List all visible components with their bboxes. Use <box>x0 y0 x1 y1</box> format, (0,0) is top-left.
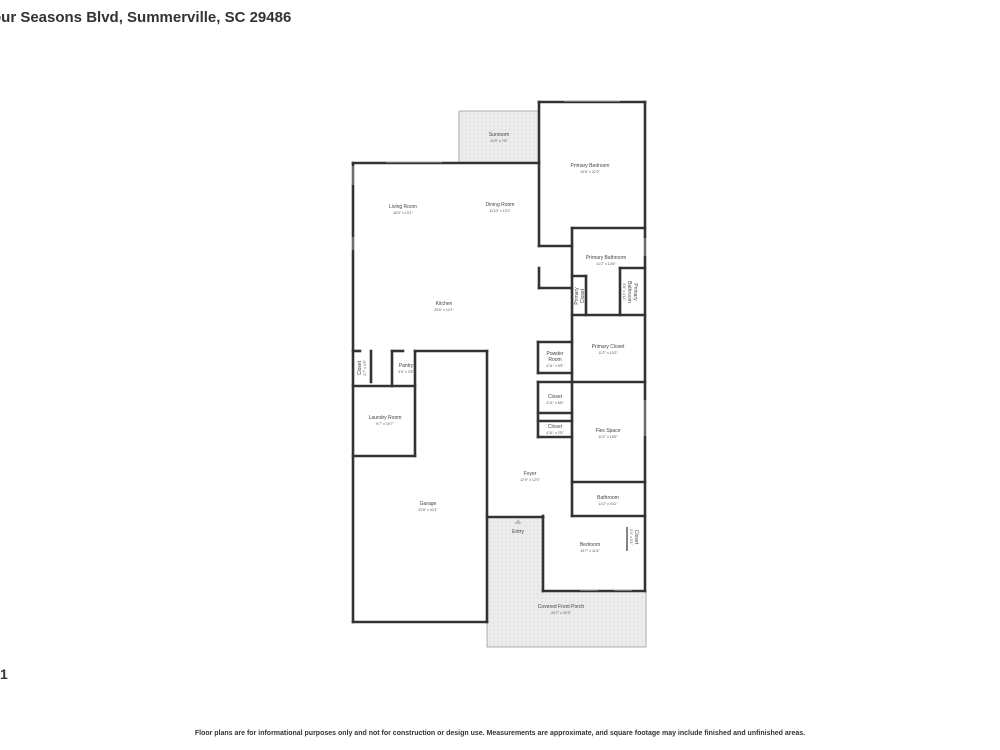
sunroom-label: Sunroom <box>489 132 509 138</box>
primary-bathroom-side-label-1: Primary <box>632 283 638 301</box>
flex-space-dims: 11'2" x 15'5" <box>598 435 618 439</box>
pantry-label: Pantry <box>399 363 414 369</box>
closet-left-dims: 2'7" x 3'5" <box>363 359 367 375</box>
closet-bedroom-label-group: Closet 2'4" x 5'1" <box>629 529 639 545</box>
closet-bedroom-dims: 2'4" x 5'1" <box>629 529 633 545</box>
primary-bathroom-side-label-group: Primary Bathroom 3'8" x 4'11" <box>622 281 638 303</box>
powder-room-dims: 4'11" x 5'5" <box>546 364 564 368</box>
disclaimer: Floor plans are for informational purpos… <box>194 730 806 737</box>
pantry-dims: 3'4" x 3'5" <box>398 370 414 374</box>
garage-label: Garage <box>420 501 437 507</box>
covered-front-porch-dims: 24'7" x 20'3" <box>551 611 571 615</box>
dining-room-label: Dining Room <box>486 202 515 208</box>
primary-closet-dims: 11'2" x 10'2" <box>598 351 618 355</box>
entry-label: Entry <box>512 529 524 535</box>
primary-bedroom-label: Primary Bedroom <box>571 163 610 169</box>
primary-bathroom-dims: 11'2" x 12'6" <box>596 262 616 266</box>
closet-left-label: Closet <box>357 360 363 375</box>
powder-room-label-2: Room <box>548 357 561 363</box>
living-room-dims: 16'5" x 13'1" <box>393 211 413 215</box>
powder-room-label-1: Powder <box>547 351 564 357</box>
bedroom-dims: 10'7" x 11'4" <box>580 549 600 553</box>
garage-dims: 20'8" x 42'1" <box>418 508 438 512</box>
primary-bathroom-label: Primary Bathroom <box>586 255 626 261</box>
laundry-room-label: Laundry Room <box>369 415 402 421</box>
closet-mid-dims: 4'11" x 6'6" <box>546 401 564 405</box>
sunroom-dims: 11'9" x 7'6" <box>490 139 508 143</box>
primary-closet-small-label-2: Closet <box>580 288 586 303</box>
bedroom-label: Bedroom <box>580 542 600 548</box>
bathroom-dims: 11'2" x 4'11" <box>598 502 618 506</box>
closet-left-label-group: Closet 2'7" x 3'5" <box>357 359 367 375</box>
closet-small-dims: 4'11" x 2'5" <box>546 431 564 435</box>
primary-closet-small-label-group: Primary Closet <box>574 287 586 305</box>
living-room-label: Living Room <box>389 204 417 210</box>
primary-bedroom-dims: 14'6" x 22'2" <box>580 170 600 174</box>
bathroom-label: Bathroom <box>597 495 619 501</box>
kitchen-dims: 20'6" x 14'1" <box>434 308 454 312</box>
kitchen-label: Kitchen <box>436 301 453 307</box>
primary-bathroom-side-dims: 3'8" x 4'11" <box>622 283 626 301</box>
closet-bedroom-label: Closet <box>633 530 639 545</box>
dining-room-dims: 11'10" x 13'1" <box>489 209 511 213</box>
windows <box>351 100 647 591</box>
bedroom-cutout <box>543 517 646 591</box>
primary-closet-small-label-1: Primary <box>574 287 580 305</box>
laundry-room-dims: 9'7" x 10'7" <box>376 422 394 426</box>
property-address: our Seasons Blvd, Summerville, SC 29486 <box>0 9 292 26</box>
foyer-label: Foyer <box>524 471 537 477</box>
walls <box>351 100 647 624</box>
floor-number: 1 <box>0 666 8 682</box>
sunroom-floor <box>459 111 539 163</box>
entry-arrow-icon <box>514 519 522 524</box>
covered-front-porch-label: Covered Front Porch <box>538 604 585 610</box>
primary-closet-label: Primary Closet <box>592 344 625 350</box>
foyer-dims: 12'9" x 12'0" <box>520 478 540 482</box>
closet-small-label: Closet <box>548 424 563 430</box>
flex-space-label: Flex Space <box>595 428 620 434</box>
closet-mid-label: Closet <box>548 394 563 400</box>
primary-bathroom-side-label-2: Bathroom <box>626 281 632 303</box>
